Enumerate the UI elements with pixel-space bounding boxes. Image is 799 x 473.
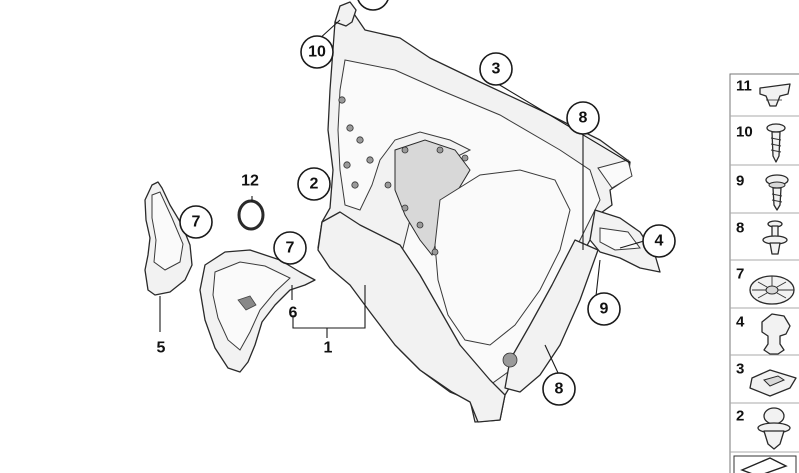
svg-text:11: 11: [365, 0, 382, 3]
parts-legend: 11 10 9 8 7 4 3 2: [729, 73, 799, 473]
label-6: 6: [289, 305, 298, 322]
svg-text:8: 8: [555, 381, 564, 398]
legend-num-11: 11: [736, 78, 752, 95]
legend-num-9: 9: [736, 173, 744, 190]
legend-icon-clip-2: [757, 407, 791, 450]
svg-text:7: 7: [192, 214, 201, 231]
callout-8-lower: 8: [542, 372, 576, 406]
svg-text:7: 7: [286, 240, 295, 257]
label-5: 5: [157, 340, 166, 357]
svg-text:2: 2: [310, 176, 319, 193]
legend-icon-nut-3: [749, 369, 797, 397]
label-12: 12: [241, 173, 259, 190]
legend-icon-clip-4: [761, 313, 791, 355]
callout-4: 4: [642, 224, 676, 258]
legend-num-2: 2: [736, 408, 744, 425]
legend-num-10: 10: [736, 124, 753, 141]
legend-icon-screw-10: [766, 123, 786, 163]
callout-10: 10: [300, 35, 334, 69]
legend-icon-washer-7: [749, 275, 795, 305]
svg-text:8: 8: [579, 110, 588, 127]
callout-7-left: 7: [179, 205, 213, 239]
label-1: 1: [324, 340, 333, 357]
callout-9: 9: [587, 292, 621, 326]
callout-7-mid: 7: [273, 231, 307, 265]
callout-2: 2: [297, 167, 331, 201]
legend-icon-clip-11: [759, 83, 791, 107]
legend-icon-direction-marker: [733, 455, 797, 473]
ring-part-12: [237, 199, 265, 231]
cover-part-6: [199, 249, 316, 373]
legend-num-3: 3: [736, 361, 744, 378]
side-panel-trim: [317, 1, 633, 423]
callout-8-upper: 8: [566, 101, 600, 135]
svg-text:3: 3: [492, 61, 501, 78]
svg-text:10: 10: [308, 44, 326, 61]
trim-part-5: [144, 181, 193, 296]
bracket-part-4: [589, 209, 661, 273]
legend-num-4: 4: [736, 314, 745, 331]
callout-3: 3: [479, 52, 513, 86]
svg-text:9: 9: [600, 301, 609, 318]
svg-text:4: 4: [655, 233, 664, 250]
callout-11-top-partial: 11: [357, 0, 389, 11]
legend-num-7: 7: [736, 266, 744, 283]
legend-num-8: 8: [736, 220, 744, 237]
legend-icon-screw-9: [765, 174, 789, 211]
legend-icon-rivet-8: [762, 220, 788, 255]
